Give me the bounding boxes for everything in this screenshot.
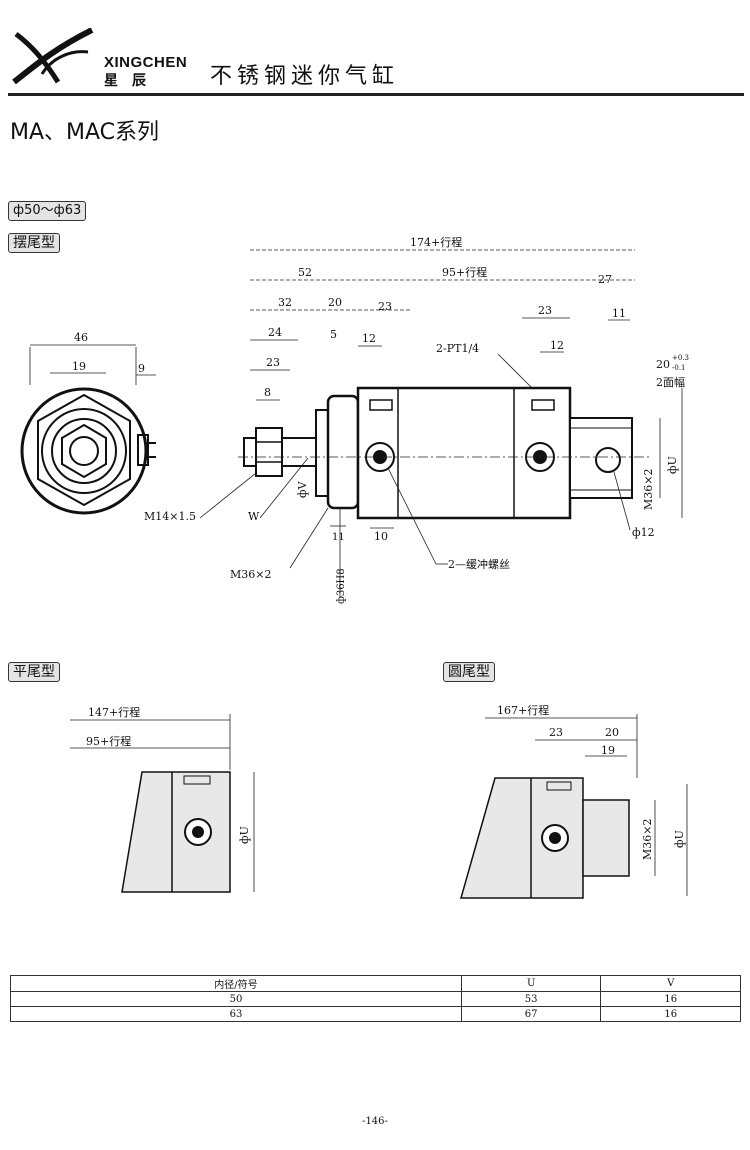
- round-type-drawing: 167+行程 23 20 19 M36×2 фU: [460, 704, 688, 899]
- spec-table: 内径/符号 U V 50 53 16 63 67 16: [10, 975, 741, 1022]
- table-header-u: U: [460, 975, 602, 992]
- dim-27: 27: [598, 273, 612, 286]
- flat-type-drawing: 147+行程 95+行程 фU: [70, 706, 255, 893]
- dim-167: 167+行程: [497, 704, 549, 717]
- dim-phi12: ф12: [632, 526, 655, 539]
- table-row: 63 67 16: [10, 1006, 741, 1022]
- dim-20: 20: [328, 296, 342, 309]
- page-header: XINGCHEN 星辰 不锈钢迷你气缸: [0, 0, 750, 100]
- dim-11b: 11: [332, 532, 345, 543]
- thread-m14: M14×1.5: [144, 510, 196, 523]
- dim-147: 147+行程: [88, 706, 140, 719]
- dim-m36-right: M36×2: [642, 469, 655, 510]
- dim-total: 174+行程: [410, 236, 462, 249]
- dim-stroke95: 95+行程: [442, 266, 487, 279]
- tol-upper: +0.3: [672, 354, 689, 362]
- dim-tolerance: 20: [656, 358, 670, 371]
- cushion-screw-label: 2—缓冲螺丝: [448, 557, 510, 571]
- section-tag-flat: 平尾型: [8, 662, 60, 682]
- page-number: -146-: [362, 1116, 388, 1127]
- dim-19-round: 19: [601, 744, 615, 757]
- brand-name-en: XINGCHEN: [104, 54, 188, 71]
- dim-95: 95+行程: [86, 735, 131, 748]
- dim-5: 5: [330, 328, 337, 341]
- dim-23c: 23: [266, 356, 280, 369]
- end-view-drawing: 46 19 9: [20, 331, 156, 515]
- product-title: 不锈钢迷你气缸: [210, 64, 400, 89]
- dim-phiU-round: фU: [673, 830, 686, 848]
- dim-52: 52: [298, 266, 312, 279]
- dim-23b: 23: [538, 304, 552, 317]
- table-header-v: V: [600, 975, 741, 992]
- width-across-flats: 2面幅: [656, 376, 685, 389]
- dim-11: 11: [612, 307, 626, 320]
- brand-name-cn: 星辰: [104, 73, 160, 89]
- table-cell: 50: [10, 991, 462, 1007]
- dim-20-round: 20: [605, 726, 619, 739]
- dim-w: W: [248, 510, 260, 523]
- dim-23-round: 23: [549, 726, 563, 739]
- header-rule: [8, 93, 744, 96]
- dim-phiU-flat: фU: [238, 826, 251, 844]
- section-tag-round: 圆尾型: [443, 662, 495, 682]
- dim-phiV: фV: [296, 480, 309, 498]
- dim-32: 32: [278, 296, 292, 309]
- swing-type-drawing: 174+行程 52 95+行程 27 32 20 23 23 11 24 5 1…: [144, 236, 689, 604]
- table-cell: 16: [600, 991, 741, 1007]
- series-title: MA、MAC系列: [10, 120, 160, 145]
- dim-46: 46: [74, 331, 88, 344]
- dim-phi36: ф36H8: [336, 568, 347, 604]
- table-cell: 67: [460, 1006, 602, 1022]
- dim-8: 8: [264, 386, 271, 399]
- table-cell: 16: [600, 1006, 741, 1022]
- dim-12a: 12: [362, 332, 376, 345]
- port-label: 2-PT1/4: [436, 342, 479, 355]
- table-header-row: 内径/符号 U V: [10, 975, 741, 992]
- dim-m36-round: M36×2: [641, 819, 654, 860]
- table-header-bore: 内径/符号: [10, 975, 462, 992]
- size-range-tag: ф50～ф63: [8, 201, 87, 221]
- dim-10: 10: [374, 530, 388, 543]
- dim-24: 24: [268, 326, 282, 339]
- dim-9: 9: [138, 362, 145, 375]
- table-row: 50 53 16: [10, 991, 741, 1007]
- dim-12b: 12: [550, 339, 564, 352]
- dim-23a: 23: [378, 300, 392, 313]
- section-tag-swing: 摆尾型: [8, 233, 60, 253]
- thread-m36-bottom: M36×2: [230, 568, 271, 581]
- table-cell: 53: [460, 991, 602, 1007]
- xingchen-logo-icon: [12, 28, 94, 84]
- tol-lower: -0.1: [672, 364, 686, 372]
- dim-19: 19: [72, 360, 86, 373]
- table-cell: 63: [10, 1006, 462, 1022]
- dim-phiU: фU: [666, 456, 679, 474]
